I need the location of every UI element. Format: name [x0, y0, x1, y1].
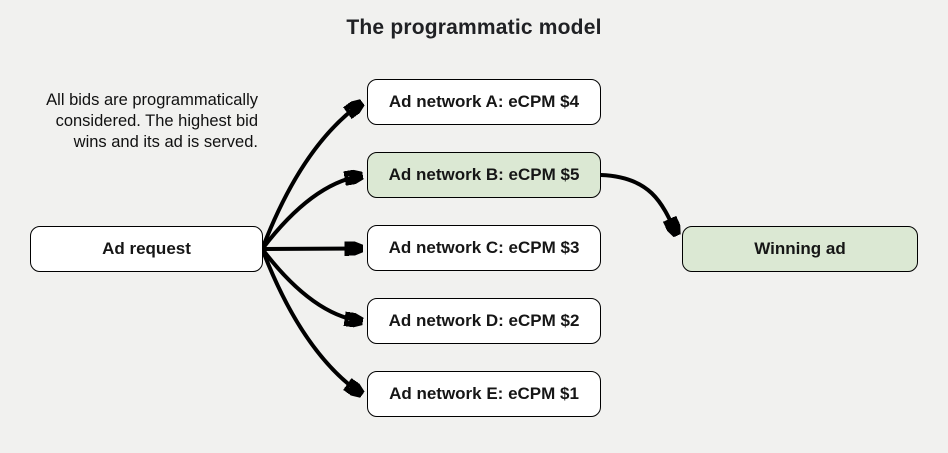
node-ad-network-a: Ad network A: eCPM $4	[367, 79, 601, 125]
node-ad-request: Ad request	[30, 226, 263, 272]
node-winning-ad: Winning ad	[682, 226, 918, 272]
arrow-ad-request-to-network-c	[261, 249, 360, 250]
note-line: considered. The highest bid	[55, 112, 258, 130]
note-line: wins and its ad is served.	[73, 133, 258, 151]
diagram-title: The programmatic model	[346, 16, 602, 39]
node-ad-network-b-label: Ad network B: eCPM $5	[388, 165, 580, 184]
node-ad-network-c-label: Ad network C: eCPM $3	[388, 238, 580, 257]
arrow-ad-request-to-network-a	[261, 104, 360, 249]
node-ad-request-label: Ad request	[102, 239, 191, 258]
node-ad-network-b-highest-bid: Ad network B: eCPM $5	[367, 152, 601, 198]
node-ad-network-a-label: Ad network A: eCPM $4	[388, 92, 580, 111]
node-ad-network-d-label: Ad network D: eCPM $2	[388, 311, 580, 330]
diagram-note: All bids are programmatically considered…	[8, 90, 258, 153]
arrow-ad-request-to-network-b	[261, 176, 360, 250]
arrow-ad-request-to-network-d	[261, 248, 360, 321]
note-line: All bids are programmatically	[46, 91, 258, 109]
arrow-network-b-to-winning-ad	[599, 173, 676, 233]
node-ad-network-e: Ad network E: eCPM $1	[367, 371, 601, 417]
node-ad-network-e-label: Ad network E: eCPM $1	[389, 384, 579, 403]
node-ad-network-d: Ad network D: eCPM $2	[367, 298, 601, 344]
node-ad-network-c: Ad network C: eCPM $3	[367, 225, 601, 271]
arrow-ad-request-to-network-e	[261, 249, 360, 393]
node-winning-ad-label: Winning ad	[754, 239, 846, 258]
